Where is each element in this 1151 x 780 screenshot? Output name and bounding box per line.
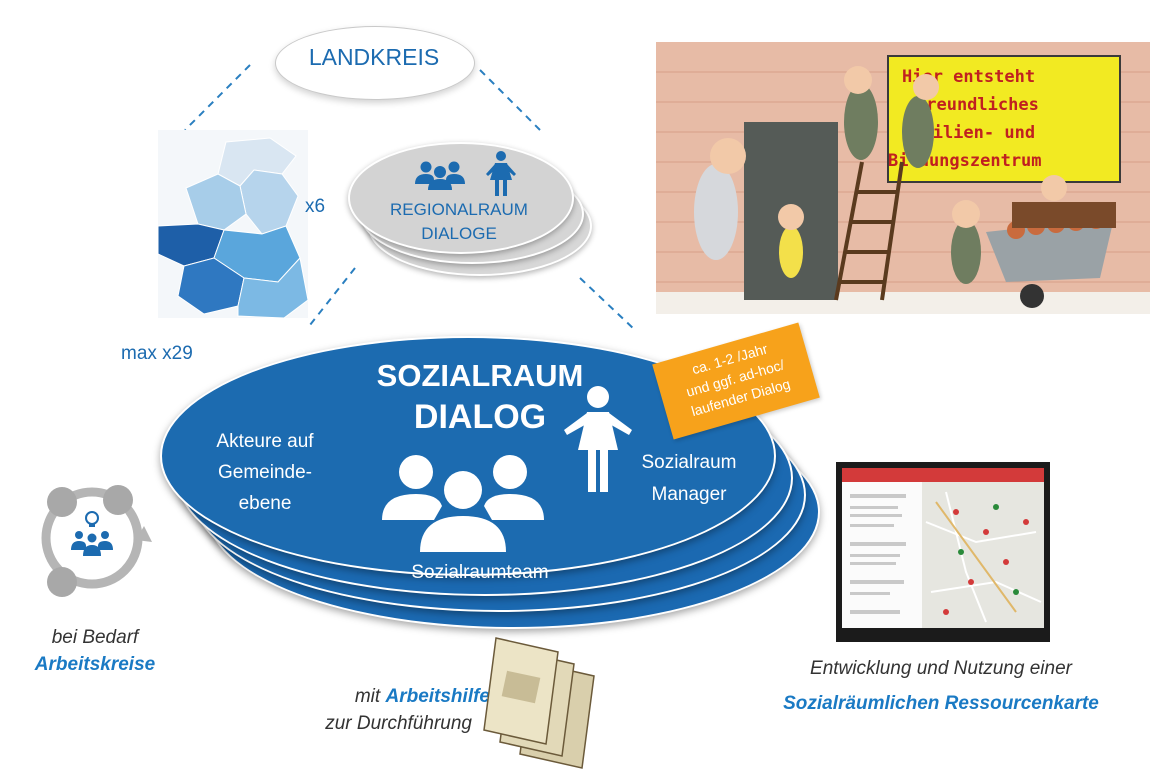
arbeitskreise-line1: bei Bedarf <box>51 627 139 648</box>
connector-landkreis-regional <box>479 69 541 131</box>
connector-regional-left <box>309 267 356 326</box>
sign-line-2: freundliches <box>916 95 1039 115</box>
regional-multiplier: x6 <box>305 196 326 217</box>
regional-line2: DIALOGE <box>421 224 497 243</box>
landkreis-node <box>275 26 475 100</box>
actors-line2: Gemeinde- <box>218 462 312 483</box>
actors-line1: Akteure auf <box>216 431 314 452</box>
sozialraum-multiplier: max x29 <box>121 343 193 364</box>
district-map-image <box>158 130 308 318</box>
ressourcenkarte-screenshot <box>836 462 1050 642</box>
regional-line1: REGIONALRAUM <box>390 200 528 219</box>
sozialraum-title-line2: DIALOG <box>413 398 547 436</box>
ressourcenkarte-line1: Entwicklung und Nutzung einer <box>810 658 1072 679</box>
arbeitshilfe-line2: zur Durchführung <box>325 713 472 734</box>
team-label: Sozialraumteam <box>411 562 549 583</box>
arbeitshilfe-pre: mit <box>354 686 386 707</box>
arbeitskreise-line2: Arbeitskreise <box>34 654 156 675</box>
connector-regional-right <box>579 277 636 331</box>
team-group-icon <box>382 455 544 552</box>
manager-icon <box>564 386 632 492</box>
regional-node <box>348 142 574 254</box>
group-icon-small <box>415 161 465 190</box>
connector-landkreis-map <box>184 64 251 131</box>
booklets-image <box>483 637 595 769</box>
arbeitskreise-cycle-icon <box>41 485 152 597</box>
arbeitshilfe-bold: Arbeitshilfe <box>385 686 490 707</box>
cartoon-construction-image: Hier entsteht freundliches Familien- und… <box>656 42 1150 314</box>
landkreis-label: LANDKREIS <box>308 44 440 70</box>
arbeitshilfe-line1: mit Arbeitshilfe <box>290 686 490 708</box>
manager-icon-small <box>486 151 516 196</box>
manager-line1: Sozialraum <box>641 452 737 473</box>
sign-line-3: Familien- und <box>902 123 1035 143</box>
sozialraum-title-line1: SOZIALRAUM <box>376 358 584 393</box>
ressourcenkarte-line2: Sozialräumlichen Ressourcenkarte <box>783 693 1099 714</box>
manager-line2: Manager <box>651 484 727 505</box>
actors-line3: ebene <box>238 493 292 514</box>
